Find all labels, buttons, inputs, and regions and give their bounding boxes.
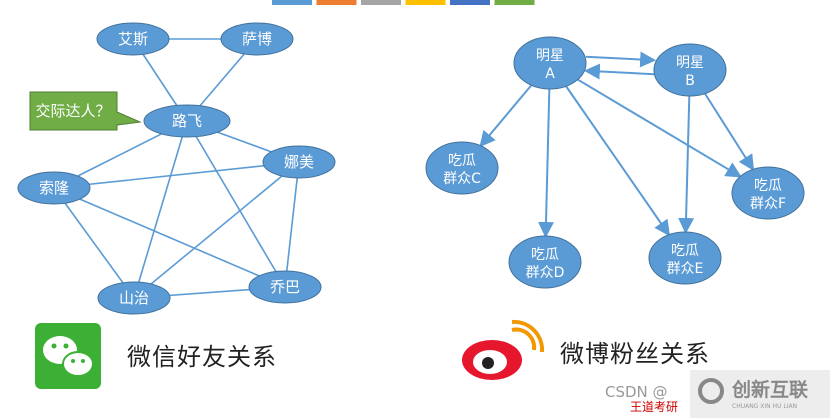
node-nami: 娜美 <box>262 145 336 179</box>
node-label: 乔巴 <box>270 278 300 296</box>
top-color-bar <box>272 0 535 5</box>
node-label: 明星 <box>676 55 704 71</box>
author-watermark: 王道考研 <box>630 400 679 414</box>
node-label: 吃瓜 <box>671 243 699 259</box>
brand-sub: CHUANG XIN HU LIAN <box>732 403 798 410</box>
node-sanji: 山治 <box>97 281 171 315</box>
edge-zoro-nami <box>53 161 300 189</box>
node-label: 群众C <box>443 171 481 187</box>
color-swatch <box>316 0 357 5</box>
callout-text: 交际达人？ <box>35 102 110 120</box>
node-chopper: 乔巴 <box>248 270 322 304</box>
arrow-A-B <box>585 51 657 68</box>
node-label: 山治 <box>119 289 149 307</box>
edge-luffy-sanji <box>133 120 188 299</box>
weibo-title: 微博粉丝关系 <box>560 340 710 368</box>
color-swatch <box>361 0 401 5</box>
node-label: 群众E <box>667 261 704 277</box>
node-ace: 艾斯 <box>96 22 170 56</box>
node-label: 吃瓜 <box>754 178 782 194</box>
node-label: 娜美 <box>284 153 314 171</box>
brand-watermark: 创新互联 CHUANG XIN HU LIAN <box>690 370 830 418</box>
csdn-watermark: CSDN @ <box>605 383 668 401</box>
node-label: 吃瓜 <box>448 153 476 169</box>
node-zoro: 索隆 <box>17 171 91 205</box>
edge-zoro-chopper <box>53 187 286 288</box>
color-swatch <box>405 0 446 5</box>
node-label: 群众F <box>750 196 786 212</box>
brand-logo-icon <box>698 378 724 404</box>
arrow-B-A <box>583 63 655 80</box>
color-swatch <box>450 0 490 5</box>
node-label: 索隆 <box>39 179 69 197</box>
color-swatch <box>494 0 535 5</box>
node-label: 群众D <box>526 265 565 281</box>
node-label: 路飞 <box>172 112 202 130</box>
node-label: B <box>685 73 695 89</box>
node-label: 艾斯 <box>118 30 148 48</box>
node-sabo: 萨博 <box>220 22 294 56</box>
color-swatch <box>272 0 312 5</box>
arrow-B-E <box>678 95 695 235</box>
callout: 交际达人？ <box>29 91 142 131</box>
brand-name: 创新互联 <box>732 379 809 401</box>
edge-nami-chopper <box>284 161 300 288</box>
arrow-A-E <box>565 85 671 237</box>
arrow-B-F <box>704 93 755 172</box>
wechat-icon <box>35 323 101 389</box>
arrow-A-C <box>479 84 533 148</box>
edge-luffy-chopper <box>186 120 286 288</box>
wechat-title: 微信好友关系 <box>127 343 277 371</box>
node-label: 吃瓜 <box>531 247 559 263</box>
edge-nami-sanji <box>133 161 300 299</box>
arrow-A-D <box>538 88 555 239</box>
node-label: 萨博 <box>242 30 272 48</box>
node-label: 明星 <box>536 48 564 64</box>
arrow-A-F <box>577 78 742 178</box>
node-luffy: 路飞 <box>143 104 231 138</box>
node-B: 明星 B <box>653 43 727 97</box>
weibo-icon <box>462 319 545 380</box>
edge-zoro-sanji <box>53 187 135 299</box>
node-label: A <box>545 66 555 82</box>
node-A: 明星 A <box>513 36 587 90</box>
